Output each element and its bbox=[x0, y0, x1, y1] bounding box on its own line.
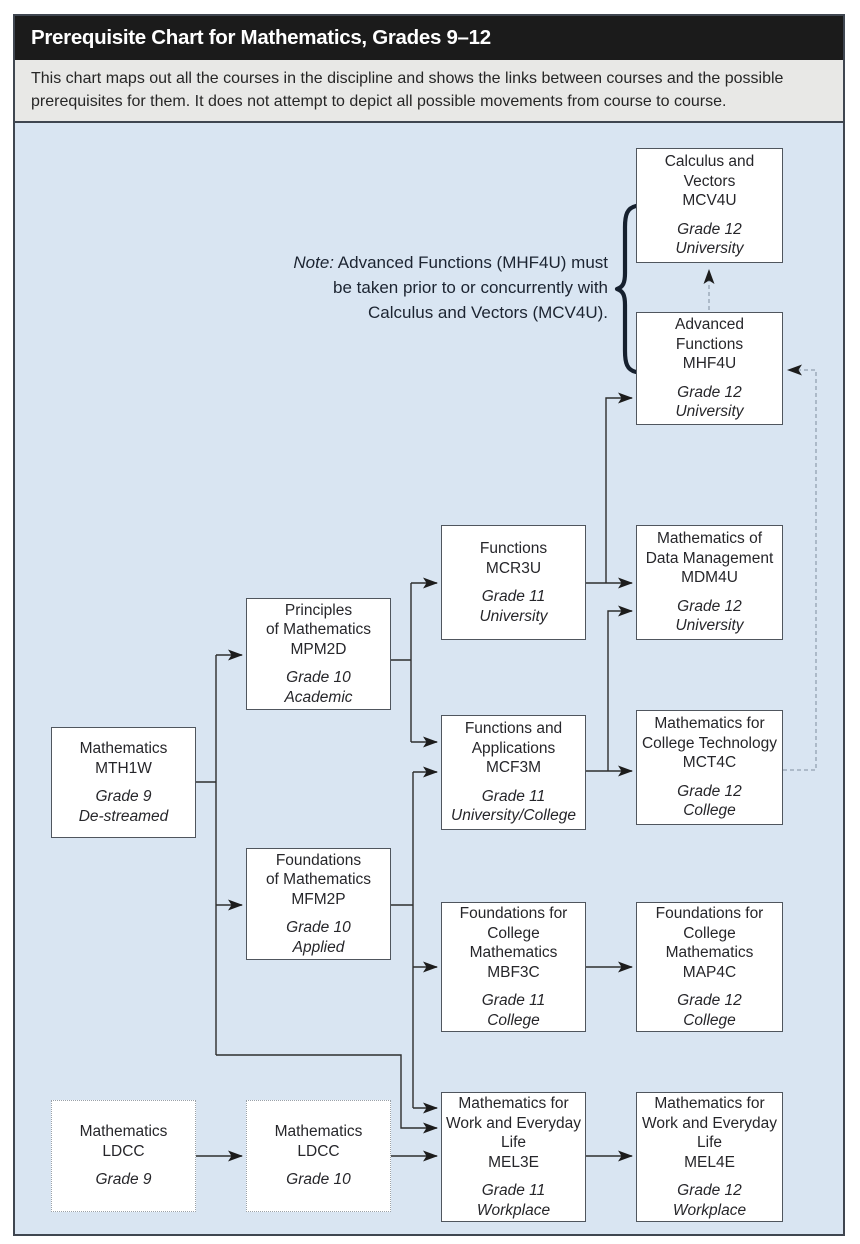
course-title: Functions MCR3U bbox=[479, 540, 548, 577]
course-box-mth1w: Mathematics MTH1W Grade 9 De-streamed bbox=[51, 727, 196, 838]
edge-mcf3m-mdm4u bbox=[607, 605, 633, 771]
course-title: Advanced Functions MHF4U bbox=[675, 316, 744, 373]
course-title: Calculus and Vectors MCV4U bbox=[664, 153, 755, 210]
course-box-mel3e: Mathematics for Work and Everyday Life M… bbox=[441, 1092, 586, 1222]
course-grade: Grade 11 College bbox=[481, 992, 546, 1029]
intro-text: This chart maps out all the courses in t… bbox=[15, 60, 843, 123]
course-box-mbf3c: Foundations for College Mathematics MBF3… bbox=[441, 902, 586, 1032]
course-box-mhf4u: Advanced Functions MHF4U Grade 12 Univer… bbox=[636, 312, 783, 425]
page-title: Prerequisite Chart for Mathematics, Grad… bbox=[31, 26, 491, 49]
course-grade: Grade 12 College bbox=[677, 782, 742, 820]
course-title: Mathematics LDCC bbox=[274, 1123, 363, 1160]
course-box-mel4e: Mathematics for Work and Everyday Life M… bbox=[636, 1092, 783, 1222]
course-box-mct4c: Mathematics for College Technology MCT4C… bbox=[636, 710, 783, 825]
course-box-mcf3m: Functions and Applications MCF3M Grade 1… bbox=[441, 715, 586, 830]
course-title: Mathematics LDCC bbox=[79, 1123, 168, 1160]
course-grade: Grade 12 Workplace bbox=[672, 1182, 747, 1219]
course-title: Foundations for College Mathematics MAP4… bbox=[655, 905, 764, 981]
course-title: Mathematics for Work and Everyday Life M… bbox=[642, 1095, 777, 1171]
course-box-map4c: Foundations for College Mathematics MAP4… bbox=[636, 902, 783, 1032]
course-grade: Grade 11 Workplace bbox=[476, 1182, 551, 1219]
edge-mfm2p-trunk bbox=[391, 772, 414, 1108]
course-grade: Grade 12 College bbox=[677, 992, 742, 1029]
course-box-ldcc-grade10: Mathematics LDCC Grade 10 bbox=[246, 1100, 391, 1212]
course-title: Mathematics MTH1W bbox=[79, 740, 168, 777]
course-box-mcv4u: Calculus and Vectors MCV4U Grade 12 Univ… bbox=[636, 148, 783, 263]
edge-mct4c-mhf4u-dashed bbox=[783, 364, 817, 771]
connector-lines-layer bbox=[196, 203, 817, 1162]
course-box-mfm2p: Foundations of Mathematics MFM2P Grade 1… bbox=[246, 848, 391, 960]
course-grade: Grade 12 University bbox=[675, 220, 744, 258]
course-title: Mathematics for Work and Everyday Life M… bbox=[446, 1095, 581, 1171]
course-grade: Grade 10 Academic bbox=[284, 669, 353, 706]
course-grade: Grade 10 bbox=[286, 1171, 351, 1189]
course-title: Mathematics for College Technology MCT4C bbox=[641, 715, 777, 772]
course-grade: Grade 9 bbox=[95, 1171, 152, 1189]
course-grade: Grade 10 Applied bbox=[286, 919, 351, 956]
course-title: Foundations for College Mathematics MBF3… bbox=[459, 905, 568, 981]
course-box-mcr3u: Functions MCR3U Grade 11 University bbox=[441, 525, 586, 640]
course-title: Functions and Applications MCF3M bbox=[464, 720, 563, 777]
chart-frame: Prerequisite Chart for Mathematics, Grad… bbox=[13, 14, 845, 1236]
course-box-mdm4u: Mathematics of Data Management MDM4U Gra… bbox=[636, 525, 783, 640]
course-grade: Grade 11 University bbox=[479, 588, 548, 625]
course-title: Principles of Mathematics MPM2D bbox=[265, 601, 372, 658]
course-grade: Grade 12 University bbox=[675, 383, 744, 421]
brace-mcv4u-mhf4u bbox=[614, 203, 639, 375]
note-label: Note: bbox=[293, 253, 335, 272]
edge-mpm2d-trunk bbox=[391, 583, 412, 742]
title-bar: Prerequisite Chart for Mathematics, Grad… bbox=[15, 16, 843, 60]
course-grade: Grade 12 University bbox=[675, 597, 744, 635]
edge-mth1w-mel3e bbox=[216, 1054, 438, 1134]
edge-mth1w-trunk bbox=[196, 655, 217, 1055]
course-grade: Grade 11 University/College bbox=[451, 787, 576, 825]
note-text: Advanced Functions (MHF4U) must be taken… bbox=[333, 253, 608, 322]
course-box-mpm2d: Principles of Mathematics MPM2D Grade 10… bbox=[246, 598, 391, 710]
course-grade: Grade 9 De-streamed bbox=[78, 788, 169, 825]
course-box-ldcc-grade9: Mathematics LDCC Grade 9 bbox=[51, 1100, 196, 1212]
course-title: Mathematics of Data Management MDM4U bbox=[645, 530, 774, 587]
course-title: Foundations of Mathematics MFM2P bbox=[265, 851, 372, 908]
edge-mcr3u-mhf4u bbox=[605, 392, 633, 583]
prerequisite-chart-area: Note: Advanced Functions (MHF4U) must be… bbox=[15, 123, 843, 1234]
concurrency-note: Note: Advanced Functions (MHF4U) must be… bbox=[263, 250, 608, 325]
